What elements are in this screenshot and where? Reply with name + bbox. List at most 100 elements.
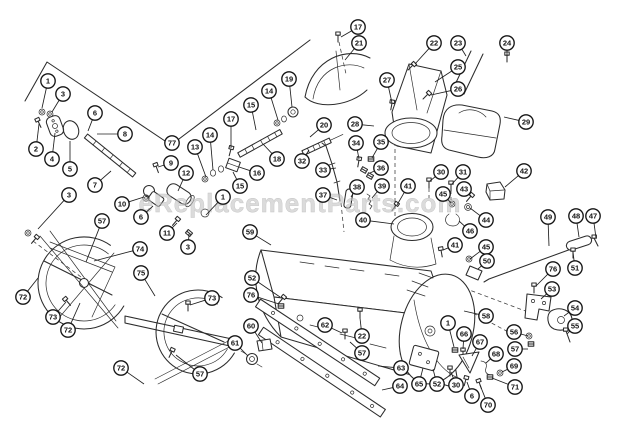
- leader-line-9: [157, 164, 165, 168]
- leader-line-72: [126, 371, 145, 385]
- svg-text:49: 49: [544, 213, 552, 222]
- svg-text:34: 34: [352, 139, 361, 148]
- svg-text:14: 14: [265, 87, 274, 96]
- svg-text:64: 64: [396, 382, 405, 391]
- leader-line-53: [540, 293, 547, 300]
- chute: [384, 63, 448, 154]
- control-rod: [321, 142, 401, 213]
- balloon-15: 15: [243, 97, 259, 113]
- svg-text:14: 14: [206, 131, 215, 140]
- balloon-26: 26: [450, 81, 466, 97]
- balloon-35: 35: [373, 134, 389, 150]
- svg-text:11: 11: [163, 229, 171, 238]
- auger-spiral-left: [37, 230, 125, 330]
- svg-text:15: 15: [247, 101, 255, 110]
- balloon-27: 27: [379, 72, 395, 88]
- svg-text:58: 58: [482, 312, 490, 321]
- svg-text:20: 20: [320, 121, 328, 130]
- balloon-17: 17: [350, 19, 366, 35]
- leader-line-64: [381, 387, 394, 391]
- balloon-74: 74: [132, 241, 148, 257]
- leader-line-58: [463, 310, 480, 315]
- balloon-45: 45: [435, 186, 451, 202]
- leader-line-14: [270, 97, 279, 121]
- right-hardware: [437, 181, 599, 294]
- leader-line-70: [479, 384, 486, 399]
- auger-channel: [124, 315, 240, 385]
- balloon-41: 41: [447, 237, 463, 253]
- bottom-right-hardware: [447, 347, 504, 390]
- leader-line-3: [51, 99, 60, 113]
- leader-line-44: [469, 207, 481, 217]
- leader-line-23: [461, 48, 467, 57]
- svg-text:12: 12: [182, 169, 190, 178]
- balloon-25: 25: [450, 59, 466, 75]
- svg-text:52: 52: [433, 380, 441, 389]
- leader-line-18: [262, 143, 273, 154]
- balloon-72: 72: [113, 360, 129, 376]
- leader-line-75: [144, 278, 156, 297]
- leader-line-17: [340, 30, 353, 38]
- balloon-14: 14: [261, 83, 277, 99]
- svg-text:66: 66: [460, 330, 468, 339]
- svg-text:72: 72: [117, 364, 125, 373]
- balloon-75: 75: [133, 265, 149, 281]
- leader-line-10: [128, 196, 145, 203]
- leader-line-66: [462, 341, 464, 350]
- balloon-16: 16: [249, 165, 265, 181]
- leader-line-39: [371, 191, 378, 199]
- svg-text:62: 62: [321, 321, 329, 330]
- leader-line-25: [434, 70, 453, 83]
- balloon-30: 30: [448, 377, 464, 393]
- balloon-14: 14: [202, 127, 218, 143]
- svg-text:5: 5: [68, 165, 72, 174]
- leader-line-51: [572, 251, 575, 261]
- svg-text:22: 22: [358, 332, 366, 341]
- balloon-68: 68: [488, 346, 504, 362]
- svg-text:48: 48: [572, 212, 580, 221]
- svg-text:38: 38: [353, 183, 361, 192]
- leader-line-40: [370, 220, 395, 225]
- leader-line-37: [329, 197, 338, 201]
- leader-line-65: [420, 367, 424, 378]
- svg-text:3: 3: [186, 243, 190, 252]
- svg-text:30: 30: [437, 168, 445, 177]
- svg-text:36: 36: [377, 164, 385, 173]
- balloon-13: 13: [187, 139, 203, 155]
- svg-text:74: 74: [136, 245, 145, 254]
- balloon-12: 12: [178, 165, 194, 181]
- balloon-73: 73: [45, 309, 61, 325]
- balloon-21: 21: [351, 35, 367, 51]
- leader-line-22: [359, 317, 362, 329]
- svg-text:73: 73: [49, 313, 57, 322]
- svg-text:8: 8: [123, 130, 127, 139]
- leader-line-16: [238, 166, 251, 172]
- svg-text:71: 71: [511, 383, 519, 392]
- balloon-70: 70: [480, 397, 496, 413]
- leader-line-13: [197, 153, 207, 178]
- balloon-3: 3: [180, 239, 196, 255]
- svg-text:23: 23: [454, 39, 462, 48]
- svg-text:31: 31: [459, 168, 467, 177]
- svg-text:75: 75: [137, 269, 145, 278]
- svg-text:3: 3: [67, 191, 71, 200]
- svg-text:7: 7: [93, 181, 97, 190]
- svg-text:72: 72: [19, 293, 27, 302]
- input-shaft-cluster: [34, 108, 210, 238]
- balloon-20: 20: [316, 117, 332, 133]
- svg-text:76: 76: [247, 291, 255, 300]
- balloon-4: 4: [44, 151, 60, 167]
- svg-text:1: 1: [221, 193, 225, 202]
- svg-text:25: 25: [454, 63, 462, 72]
- leader-line-38: [350, 192, 354, 198]
- svg-text:47: 47: [589, 212, 597, 221]
- balloon-55: 55: [567, 318, 583, 334]
- leader-line-6: [87, 119, 93, 132]
- balloon-60: 60: [243, 318, 259, 334]
- auger-spiral-right: [155, 289, 235, 375]
- leader-line-50: [477, 265, 482, 270]
- balloon-24: 24: [499, 35, 515, 51]
- balloon-8: 8: [117, 126, 133, 142]
